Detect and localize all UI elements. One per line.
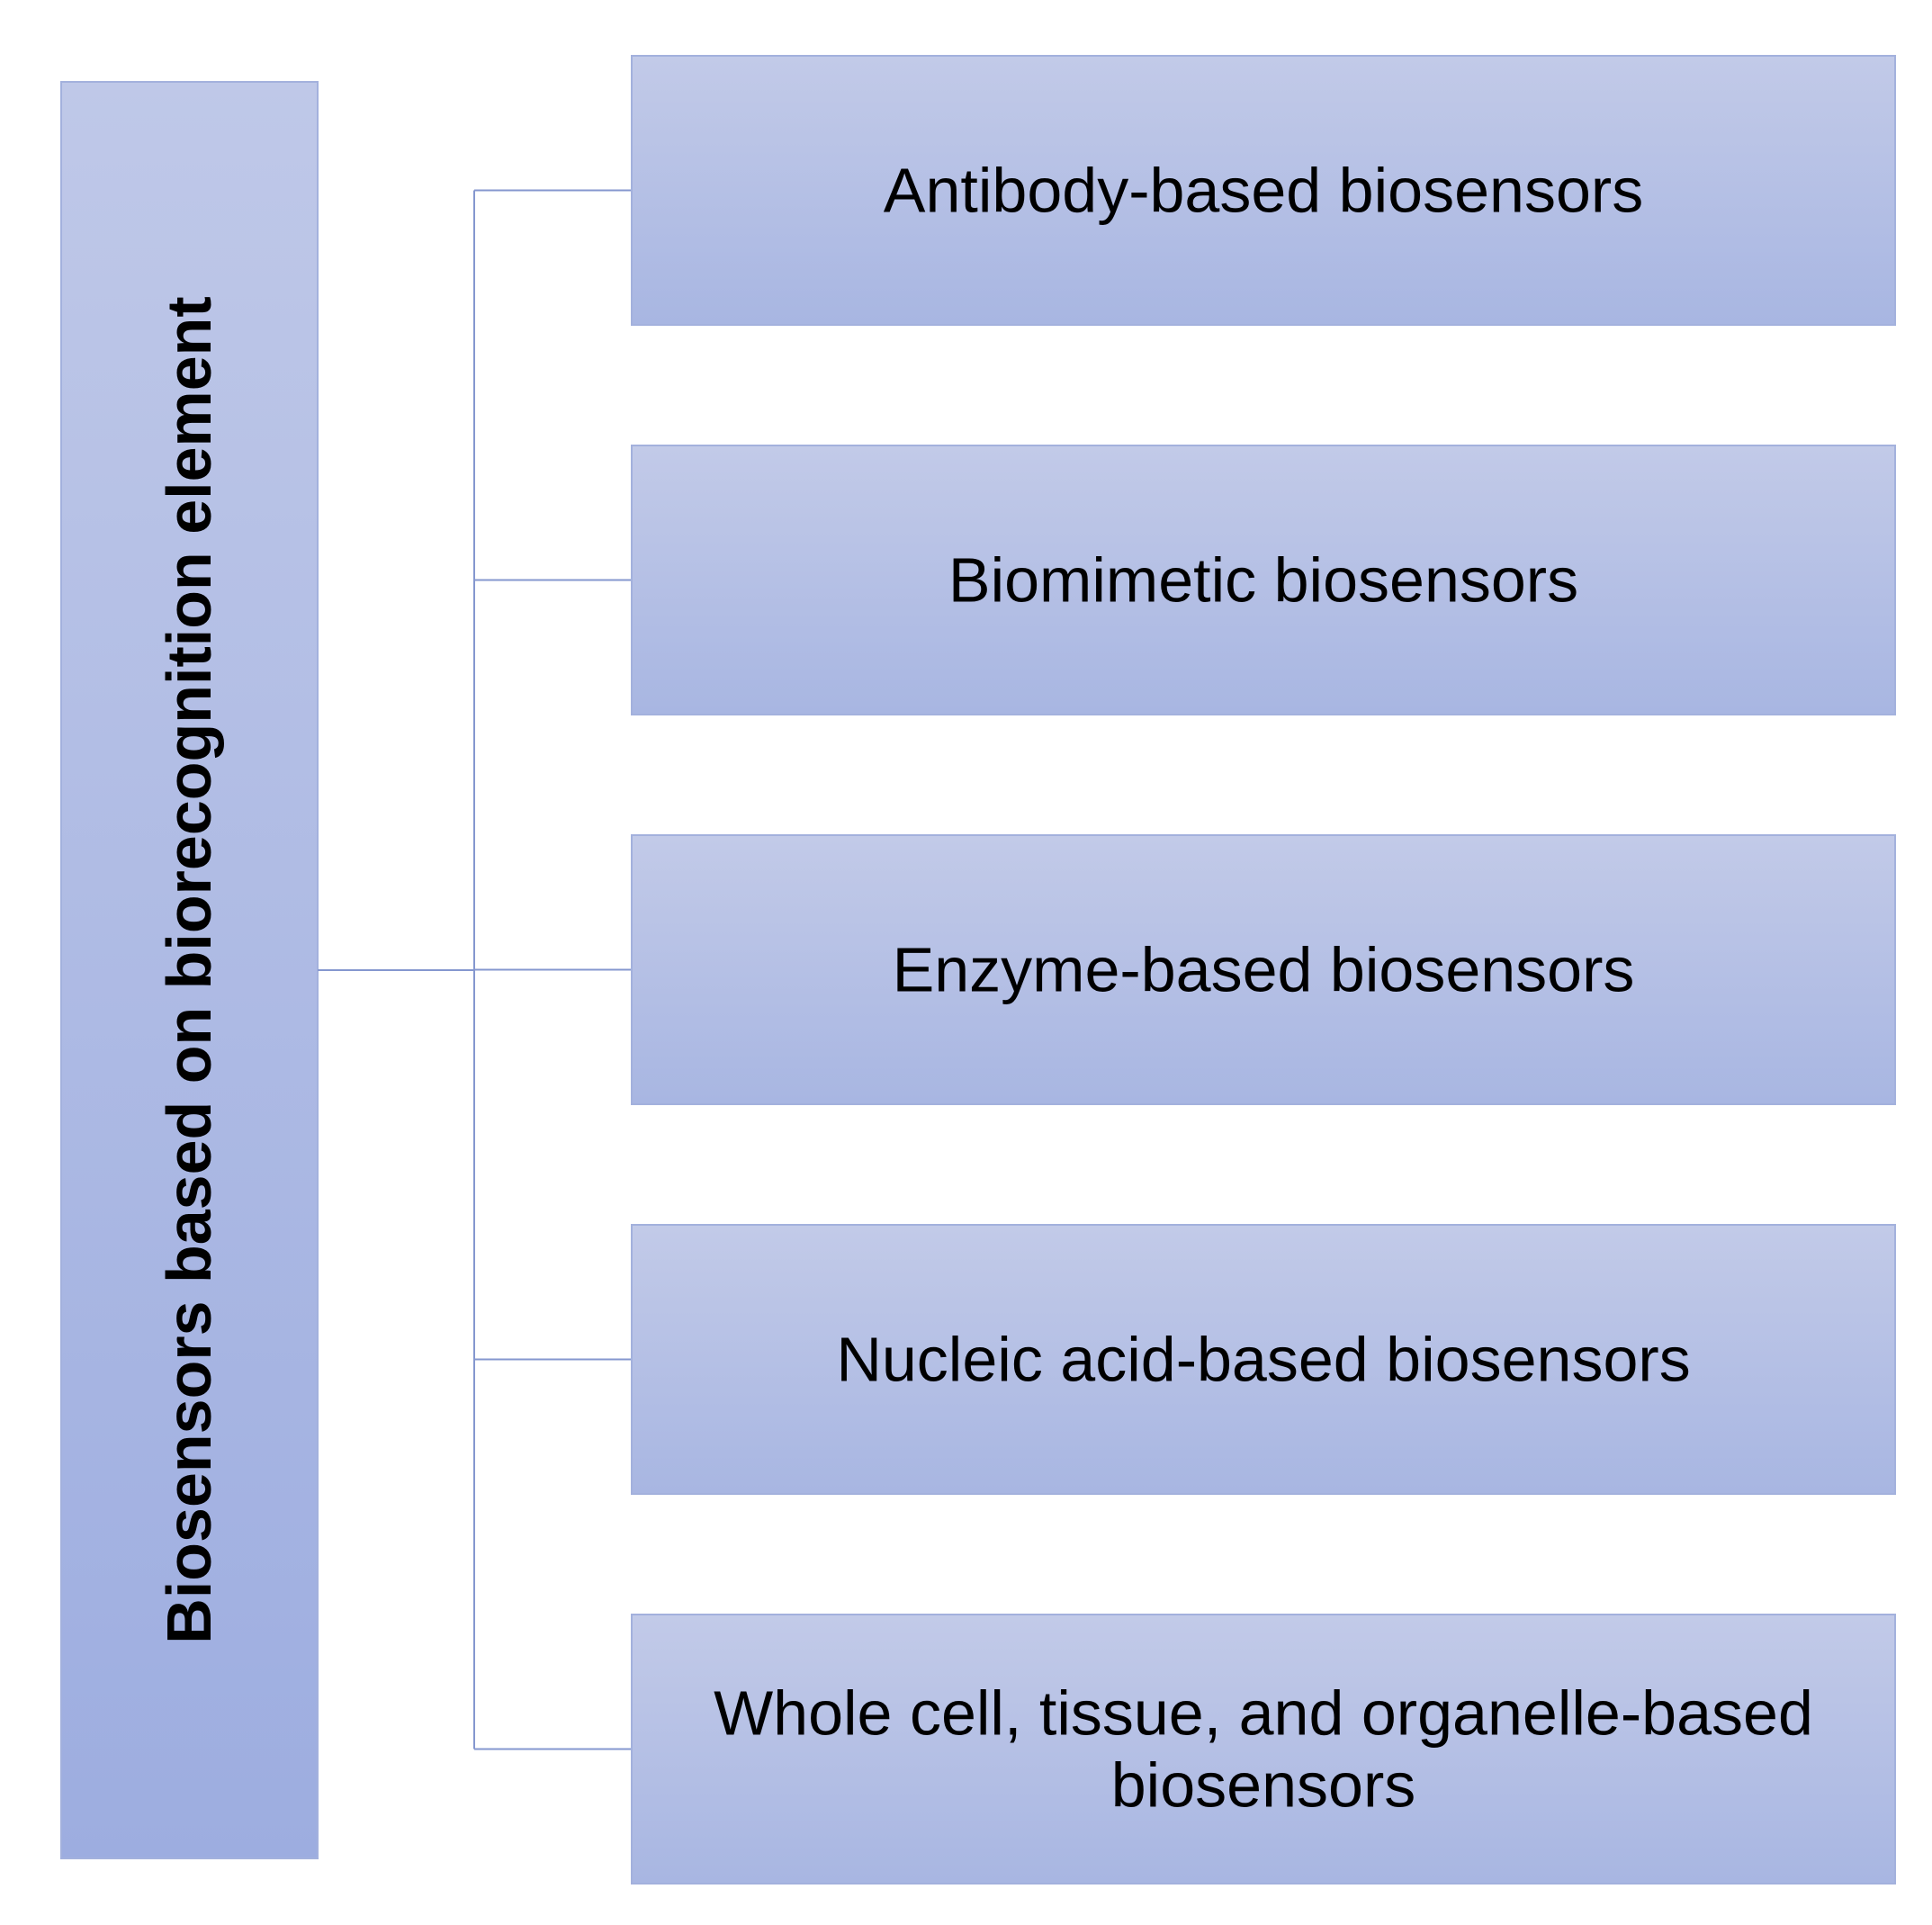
child-box (631, 1614, 1896, 1885)
child-label: Biomimetic biosensors (948, 545, 1578, 616)
root-box (60, 81, 319, 1859)
child-node-2: Biomimetic biosensors (631, 445, 1896, 715)
child-node-5: Whole cell, tissue, and organelle-basedb… (631, 1614, 1896, 1885)
child-label: Whole cell, tissue, and organelle-based (714, 1678, 1813, 1749)
child-box (631, 1224, 1896, 1495)
child-node-1: Antibody-based biosensors (631, 55, 1896, 326)
child-label: biosensors (1111, 1750, 1416, 1821)
child-label: Antibody-based biosensors (884, 156, 1643, 226)
child-label: Nucleic acid-based biosensors (836, 1325, 1690, 1395)
connectors (318, 189, 632, 1750)
child-box (631, 55, 1896, 326)
child-node-4: Nucleic acid-based biosensors (631, 1224, 1896, 1495)
child-box (631, 445, 1896, 715)
child-label: Enzyme-based biosensors (893, 935, 1635, 1005)
root-node: Biosensors based on biorecognition eleme… (60, 81, 319, 1859)
root-label: Biosensors based on biorecognition eleme… (154, 296, 224, 1643)
child-box (631, 834, 1896, 1105)
child-node-3: Enzyme-based biosensors (631, 834, 1896, 1105)
